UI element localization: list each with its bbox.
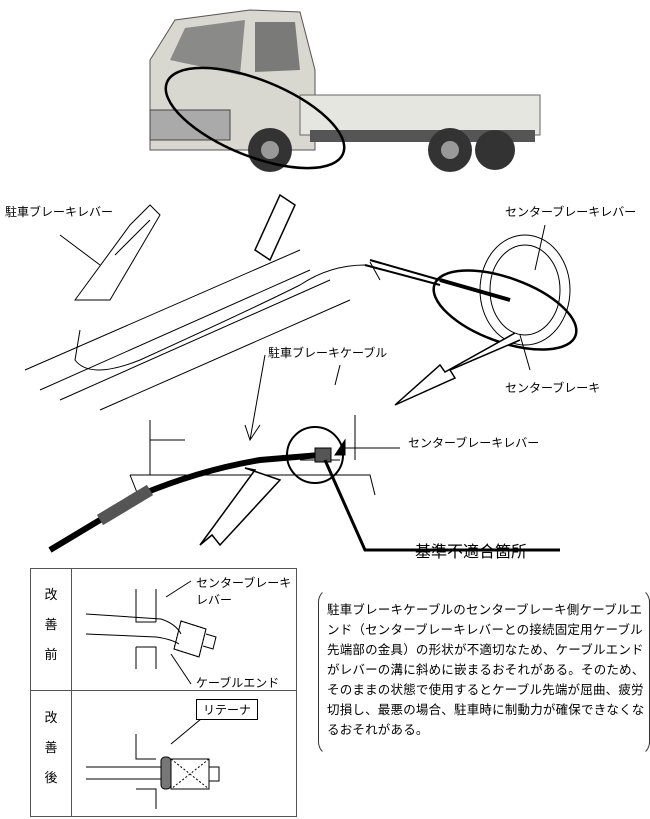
center-brake-lever-label-2: センターブレーキレバー: [408, 436, 540, 450]
cable-end-caption: ケーブルエンド: [196, 676, 280, 690]
before-after-table: 改善前 改善後 センターブレーキレバー ケーブルエンド リテーナ: [30, 568, 297, 817]
note-text: 駐車ブレーキケーブルのセンターブレーキ側ケーブルエンド（センターブレーキレバーと…: [327, 602, 645, 737]
nonconforming-location-label: 基準不適合箇所: [415, 542, 528, 561]
center-brake-lever-label: センターブレーキレバー: [505, 205, 637, 219]
truck-photo: [149, 9, 541, 172]
retainer-caption: リテーナ: [196, 699, 259, 720]
before-label: 改善前: [44, 588, 58, 663]
center-brake-lever-caption: センターブレーキレバー: [196, 576, 292, 607]
table-drawings: [85, 580, 220, 809]
parking-brake-lever-label: 駐車ブレーキレバー: [5, 205, 114, 219]
parking-brake-cable-label: 駐車ブレーキケーブル: [268, 346, 388, 360]
parking-brake-assembly: [24, 193, 578, 553]
after-label: 改善後: [44, 711, 58, 786]
center-brake-label: センターブレーキ: [505, 381, 601, 395]
